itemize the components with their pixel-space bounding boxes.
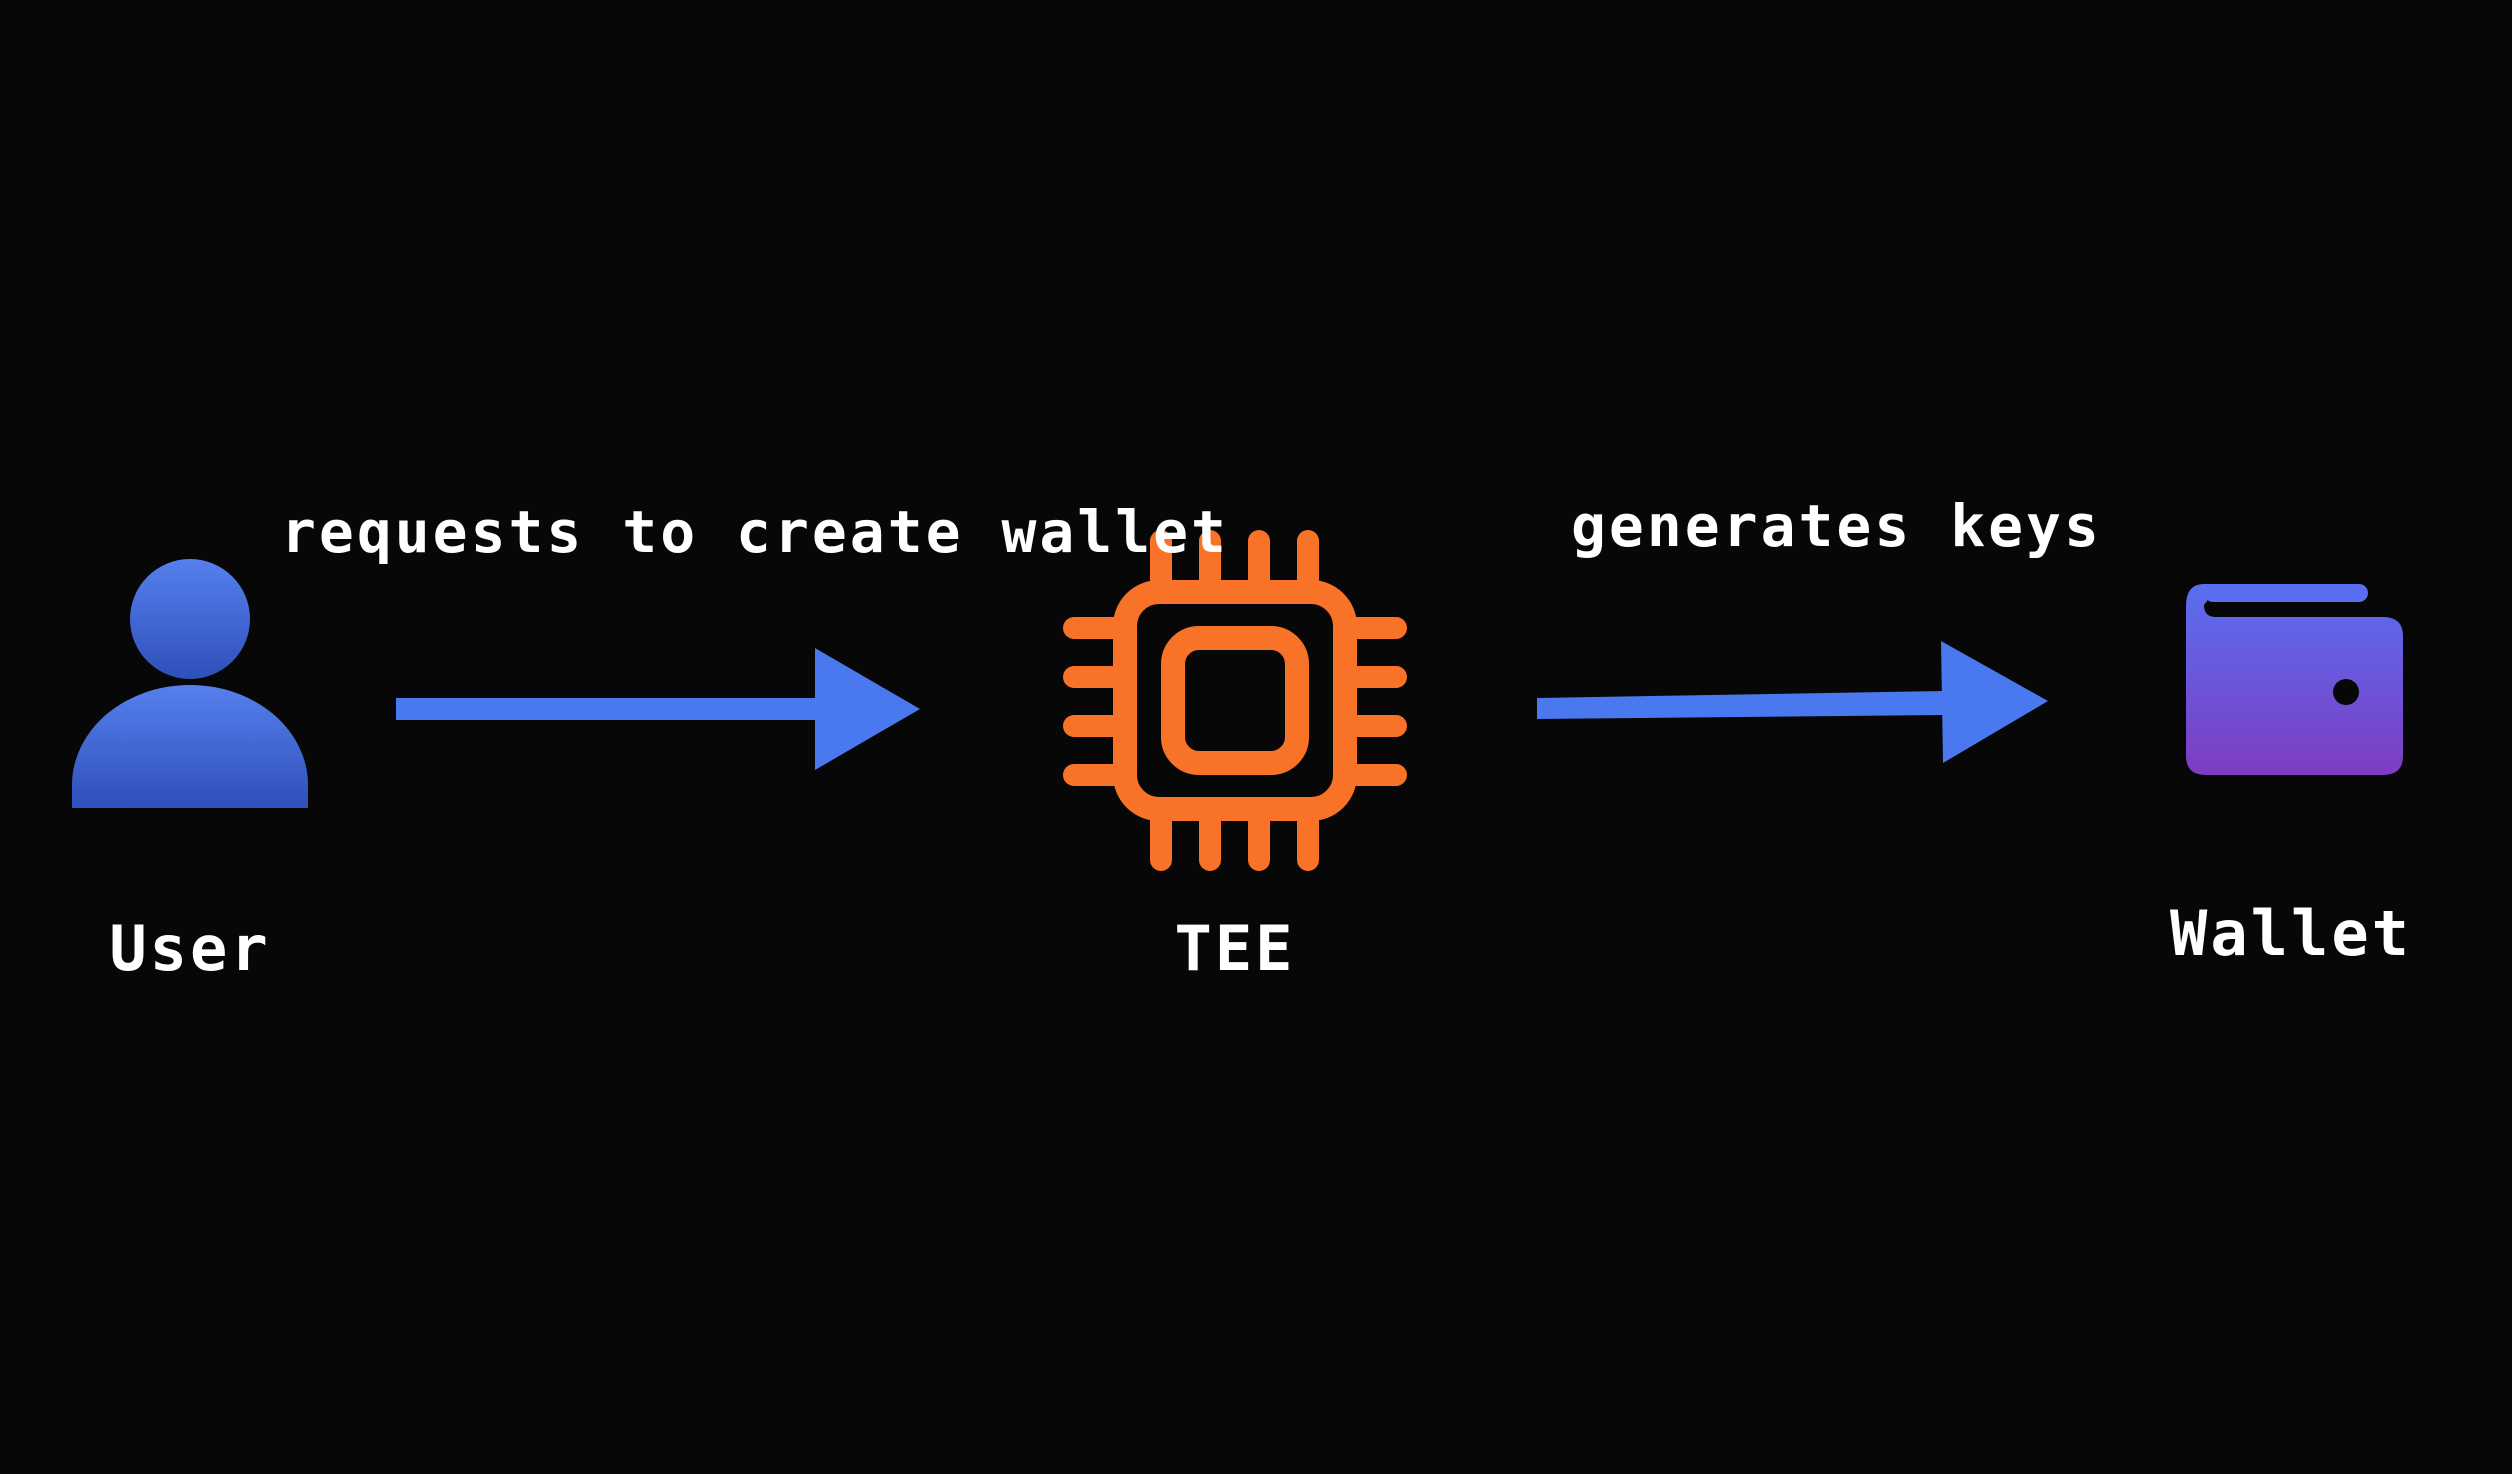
edge-label-user-to-tee: requests to create wallet [281,498,1229,566]
node-label-tee: TEE [1174,912,1296,985]
wallet-icon [2186,584,2403,775]
arrow-tee-to-wallet [1537,641,2048,763]
node-label-user: User [109,912,271,985]
cpu-chip-icon [1063,530,1407,871]
edge-label-tee-to-wallet: generates keys [1571,492,2102,560]
arrow-user-to-tee [396,648,920,770]
user-icon [72,559,308,808]
node-label-wallet: Wallet [2170,897,2412,970]
